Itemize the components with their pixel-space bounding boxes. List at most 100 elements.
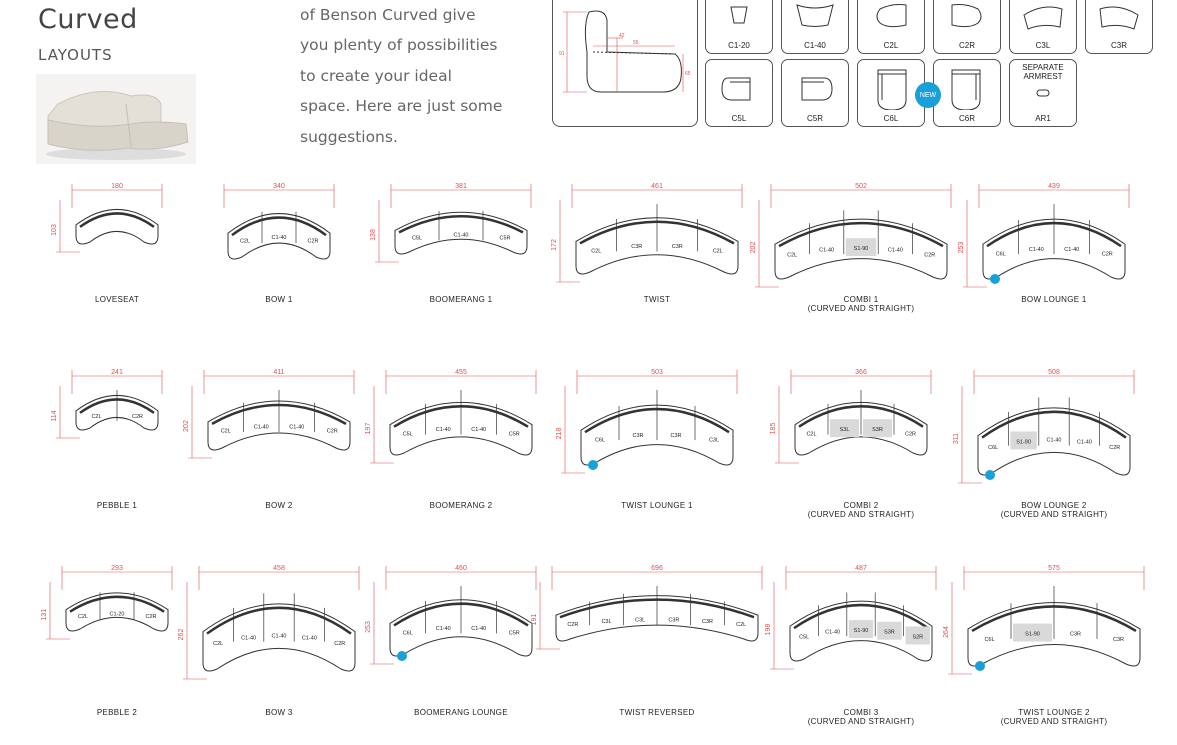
module-code: C2R (1102, 252, 1113, 258)
module-code: C1-40 (1029, 247, 1044, 253)
dim-width: 455 (455, 369, 467, 376)
module-code: C1-20 (110, 612, 125, 618)
layout-name: TWIST LOUNGE 2(CURVED AND STRAIGHT) (964, 708, 1144, 726)
module-code: S1-90 (1025, 632, 1040, 638)
module-code: C1-40 (825, 630, 840, 636)
module-code: C2R (307, 238, 318, 244)
module-code: C2L (787, 252, 797, 258)
module-code: C1-40 (272, 235, 287, 241)
layout-name: TWIST LOUNGE 1 (567, 501, 747, 510)
intro-text: of Benson Curved give you plenty of poss… (300, 0, 530, 152)
layout-title: TWIST LOUNGE 2 (1018, 708, 1090, 717)
module-label: C5R (806, 114, 823, 123)
module-code: C2R (567, 622, 578, 628)
module-c5l-icon (721, 77, 751, 101)
dim-width: 411 (273, 369, 284, 376)
new-badge: NEW (915, 82, 941, 108)
module-label: C5L (731, 114, 747, 123)
intro-line: you plenty of possibilities (300, 36, 498, 55)
intro-line: space. Here are just some (300, 97, 503, 116)
module-label: C3L (1035, 41, 1051, 50)
layout-title: BOOMERANG 2 (429, 501, 493, 510)
module-code: C1-40 (289, 424, 304, 430)
dim-width: 381 (455, 183, 467, 190)
layout-title: COMBI 2 (843, 501, 879, 510)
layout-name: PEBBLE 2 (27, 708, 207, 717)
layout-name: BOOMERANG 1 (371, 295, 551, 304)
module-code: C3L (601, 619, 611, 625)
module-code: C5L (403, 431, 413, 437)
module-code: C5L (799, 634, 809, 640)
module-c1-40-icon (796, 4, 834, 27)
layout-title: BOW LOUNGE 1 (1021, 295, 1087, 304)
module-code: C1-40 (454, 232, 469, 238)
module-code: S3R (884, 630, 895, 636)
module-c6r: C6R (933, 59, 1001, 127)
dim-depth: 253 (958, 242, 965, 254)
module-c6l-icon (877, 69, 907, 111)
dim-depth: 311 (953, 433, 960, 444)
module-code: S1-90 (854, 628, 869, 634)
module-code: C6L (403, 631, 413, 637)
dim-width: 503 (651, 369, 663, 376)
layout-name: TWIST REVERSED (567, 708, 747, 717)
dim-width: 502 (855, 183, 867, 190)
module-label: C2R (958, 41, 975, 50)
module-code: C3R (668, 617, 679, 623)
layout-name: BOW 1 (189, 295, 369, 304)
layout-title: PEBBLE 1 (96, 501, 138, 510)
dim-depth: 198 (765, 624, 772, 636)
module-c3l-icon (1023, 6, 1063, 30)
dim-width: 460 (455, 565, 467, 572)
dim-depth: 114 (51, 410, 58, 421)
module-code: C2L (713, 249, 723, 255)
layout-name: COMBI 2(CURVED AND STRAIGHT) (771, 501, 951, 519)
page-title: Curved (38, 4, 138, 35)
module-code: C2L (91, 414, 101, 420)
module-c2l: C2L (857, 0, 925, 54)
dim-width: 696 (651, 565, 663, 572)
module-c1-20: C1-20 (705, 0, 773, 54)
module-code: C2R (145, 614, 156, 620)
module-code: C2R (924, 252, 935, 258)
module-code: C1-40 (436, 427, 451, 433)
module-c5r: C5R (781, 59, 849, 127)
module-label: C2L (883, 41, 899, 50)
dim-width: 458 (273, 565, 285, 572)
layout-title: BOOMERANG LOUNGE (414, 708, 508, 717)
module-code: C3R (672, 244, 683, 250)
side-dim-seat: 42 (619, 33, 625, 39)
module-label: C1-40 (804, 41, 826, 50)
module-c5l: C5L (705, 59, 773, 127)
module-ar1: SEPARATE ARMREST AR1 (1009, 59, 1077, 127)
module-c2r: C2R (933, 0, 1001, 54)
module-c6r-icon (951, 69, 981, 111)
module-code: S1-90 (854, 246, 869, 252)
module-code: C1-40 (272, 634, 287, 640)
intro-line: of Benson Curved give (300, 6, 476, 24)
layout-title: COMBI 1 (843, 295, 879, 304)
module-code: C1-40 (1047, 438, 1062, 444)
dim-depth: 253 (365, 621, 372, 633)
module-c1-20-icon (730, 6, 748, 24)
dim-width: 180 (111, 183, 123, 190)
side-view-diagram: 91 42 65 55 (552, 0, 698, 127)
